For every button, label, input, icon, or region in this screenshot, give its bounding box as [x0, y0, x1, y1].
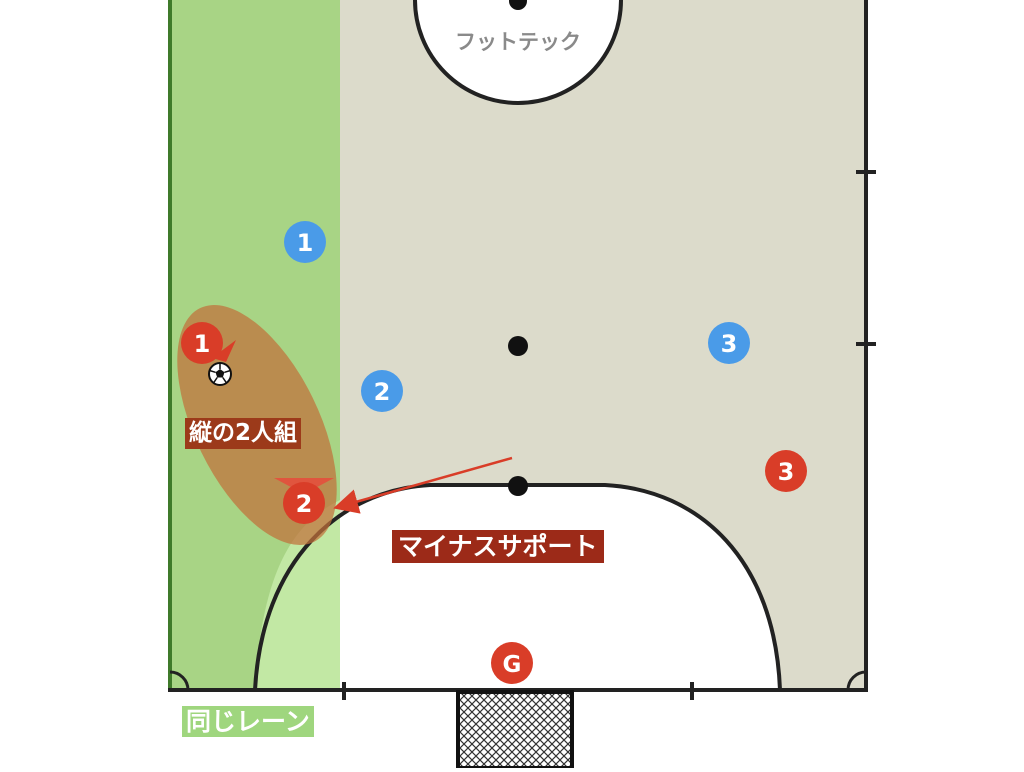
corner-arc-left: [169, 670, 190, 691]
red-player-1: 1: [181, 322, 223, 364]
lane-penalty-overlap: [255, 500, 340, 690]
red-player-2-number: 2: [296, 490, 313, 518]
penalty-spot: [508, 476, 528, 496]
goal-arc-label: フットテック: [455, 30, 581, 54]
blue-player-3: 3: [708, 322, 750, 364]
goal-net-icon: [456, 690, 574, 770]
red-keeper-label: G: [503, 652, 522, 678]
red-player-2: 2: [283, 482, 325, 524]
blue-player-2: 2: [361, 370, 403, 412]
blue-player-2-number: 2: [374, 378, 391, 406]
corner-arc-right: [846, 670, 867, 691]
red-player-1-number: 1: [194, 330, 211, 358]
pair-label: 縦の2人組: [185, 418, 302, 449]
blue-player-3-number: 3: [721, 330, 738, 358]
penalty-area: [255, 485, 780, 690]
pass-arrow: [333, 456, 513, 514]
minus-support-label: マイナスサポート: [392, 530, 604, 563]
second-penalty-spot: [508, 336, 528, 356]
soccer-ball-icon: [208, 362, 232, 386]
center-circle: [413, 0, 623, 105]
red-keeper: G: [491, 642, 533, 684]
red-player-3-number: 3: [778, 458, 795, 486]
blue-player-1-number: 1: [297, 229, 314, 257]
red-player-3: 3: [765, 450, 807, 492]
center-spot: [509, 0, 527, 10]
same-lane-label: 同じレーン: [182, 706, 314, 737]
blue-player-1: 1: [284, 221, 326, 263]
